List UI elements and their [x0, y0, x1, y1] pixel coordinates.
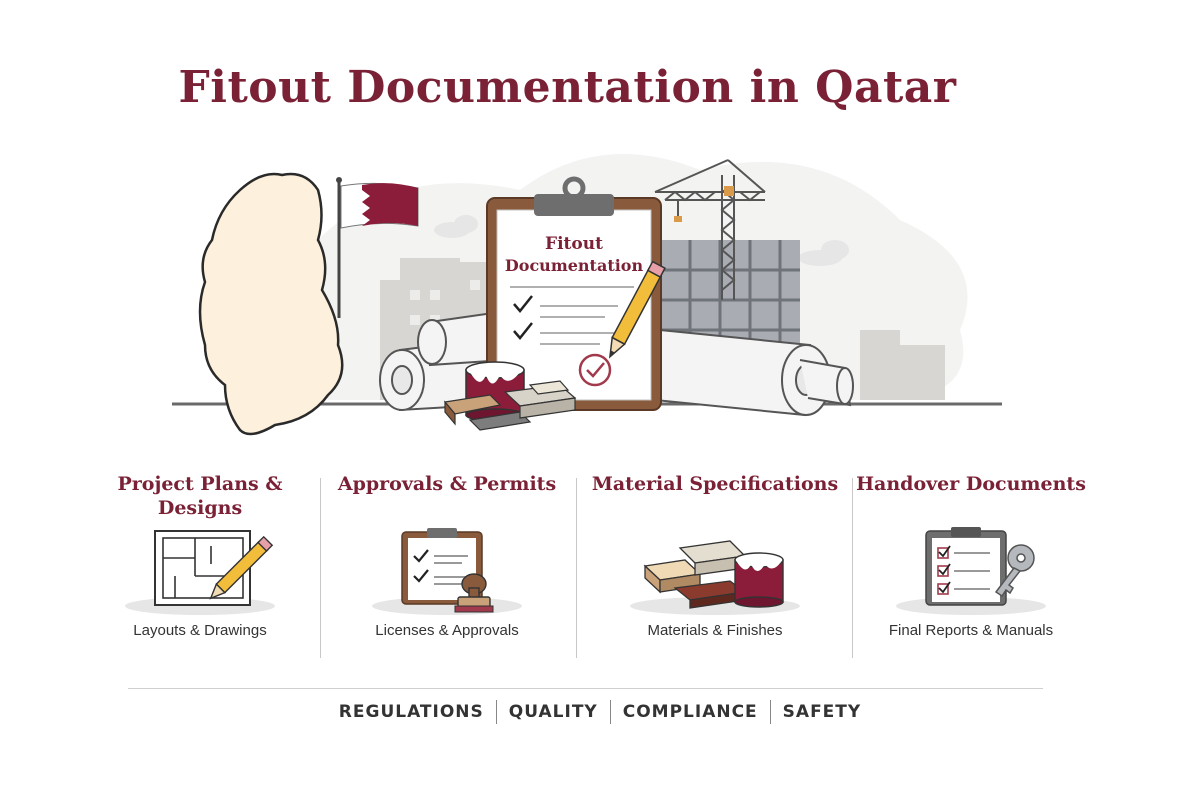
footer-item-regulations: REGULATIONS	[338, 702, 484, 722]
clipboard-title-line1: Fitout	[545, 234, 603, 254]
footer-item-quality: QUALITY	[508, 702, 598, 722]
column-divider	[576, 478, 577, 658]
category-caption: Final Reports & Manuals	[888, 622, 1054, 639]
footer-separator	[609, 700, 611, 724]
footer-values: REGULATIONS QUALITY COMPLIANCE SAFETY	[0, 700, 1200, 724]
category-caption: Materials & Finishes	[647, 622, 783, 639]
category-title: Project Plans & Designs	[117, 473, 283, 519]
category-caption: Licenses & Approvals	[375, 622, 519, 639]
category-title: Material Specifications	[591, 473, 839, 495]
category-materials: Material Specifications Materials & Fini…	[590, 472, 840, 639]
material-samples-icon	[443, 380, 577, 431]
category-title: Handover Documents	[856, 473, 1086, 495]
crane-cab	[724, 186, 734, 196]
pencil-icon	[608, 260, 666, 359]
footer-separator	[769, 700, 771, 724]
footer-item-safety: SAFETY	[782, 702, 862, 722]
footer-divider	[128, 688, 1043, 689]
category-title: Approvals & Permits	[337, 473, 557, 495]
qatar-map	[198, 172, 344, 436]
category-caption: Layouts & Drawings	[133, 622, 267, 639]
column-divider	[852, 478, 853, 658]
key-icon	[994, 544, 1035, 598]
hero-illustration: Fitout Documentation	[172, 154, 1002, 436]
blueprint-pencil-icon	[125, 530, 275, 615]
rolled-plans-right-icon	[653, 328, 854, 417]
footer-item-compliance: COMPLIANCE	[622, 702, 758, 722]
cloud-icon	[434, 215, 849, 266]
check-icon	[513, 295, 533, 340]
category-handover: Handover Documents Final Reports & Manua…	[846, 472, 1096, 639]
paint-can-icon	[465, 361, 525, 422]
page-title: Fitout Documentation in Qatar	[178, 62, 957, 113]
category-approvals: Approvals & Permits Licenses & Approvals	[322, 472, 572, 639]
materials-paint-icon	[630, 540, 800, 615]
column-divider	[320, 478, 321, 658]
approval-seal-icon	[578, 353, 612, 387]
qatar-flag-icon	[336, 177, 419, 318]
checklist-key-icon	[896, 527, 1046, 615]
paint-can-icon	[734, 552, 784, 608]
footer-separator	[495, 700, 497, 724]
clipboard-stamp-icon	[372, 528, 522, 615]
category-project-plans: Project Plans & Designs Layouts & Drawin…	[75, 472, 325, 639]
clipboard-title-line2: Documentation	[505, 256, 644, 275]
